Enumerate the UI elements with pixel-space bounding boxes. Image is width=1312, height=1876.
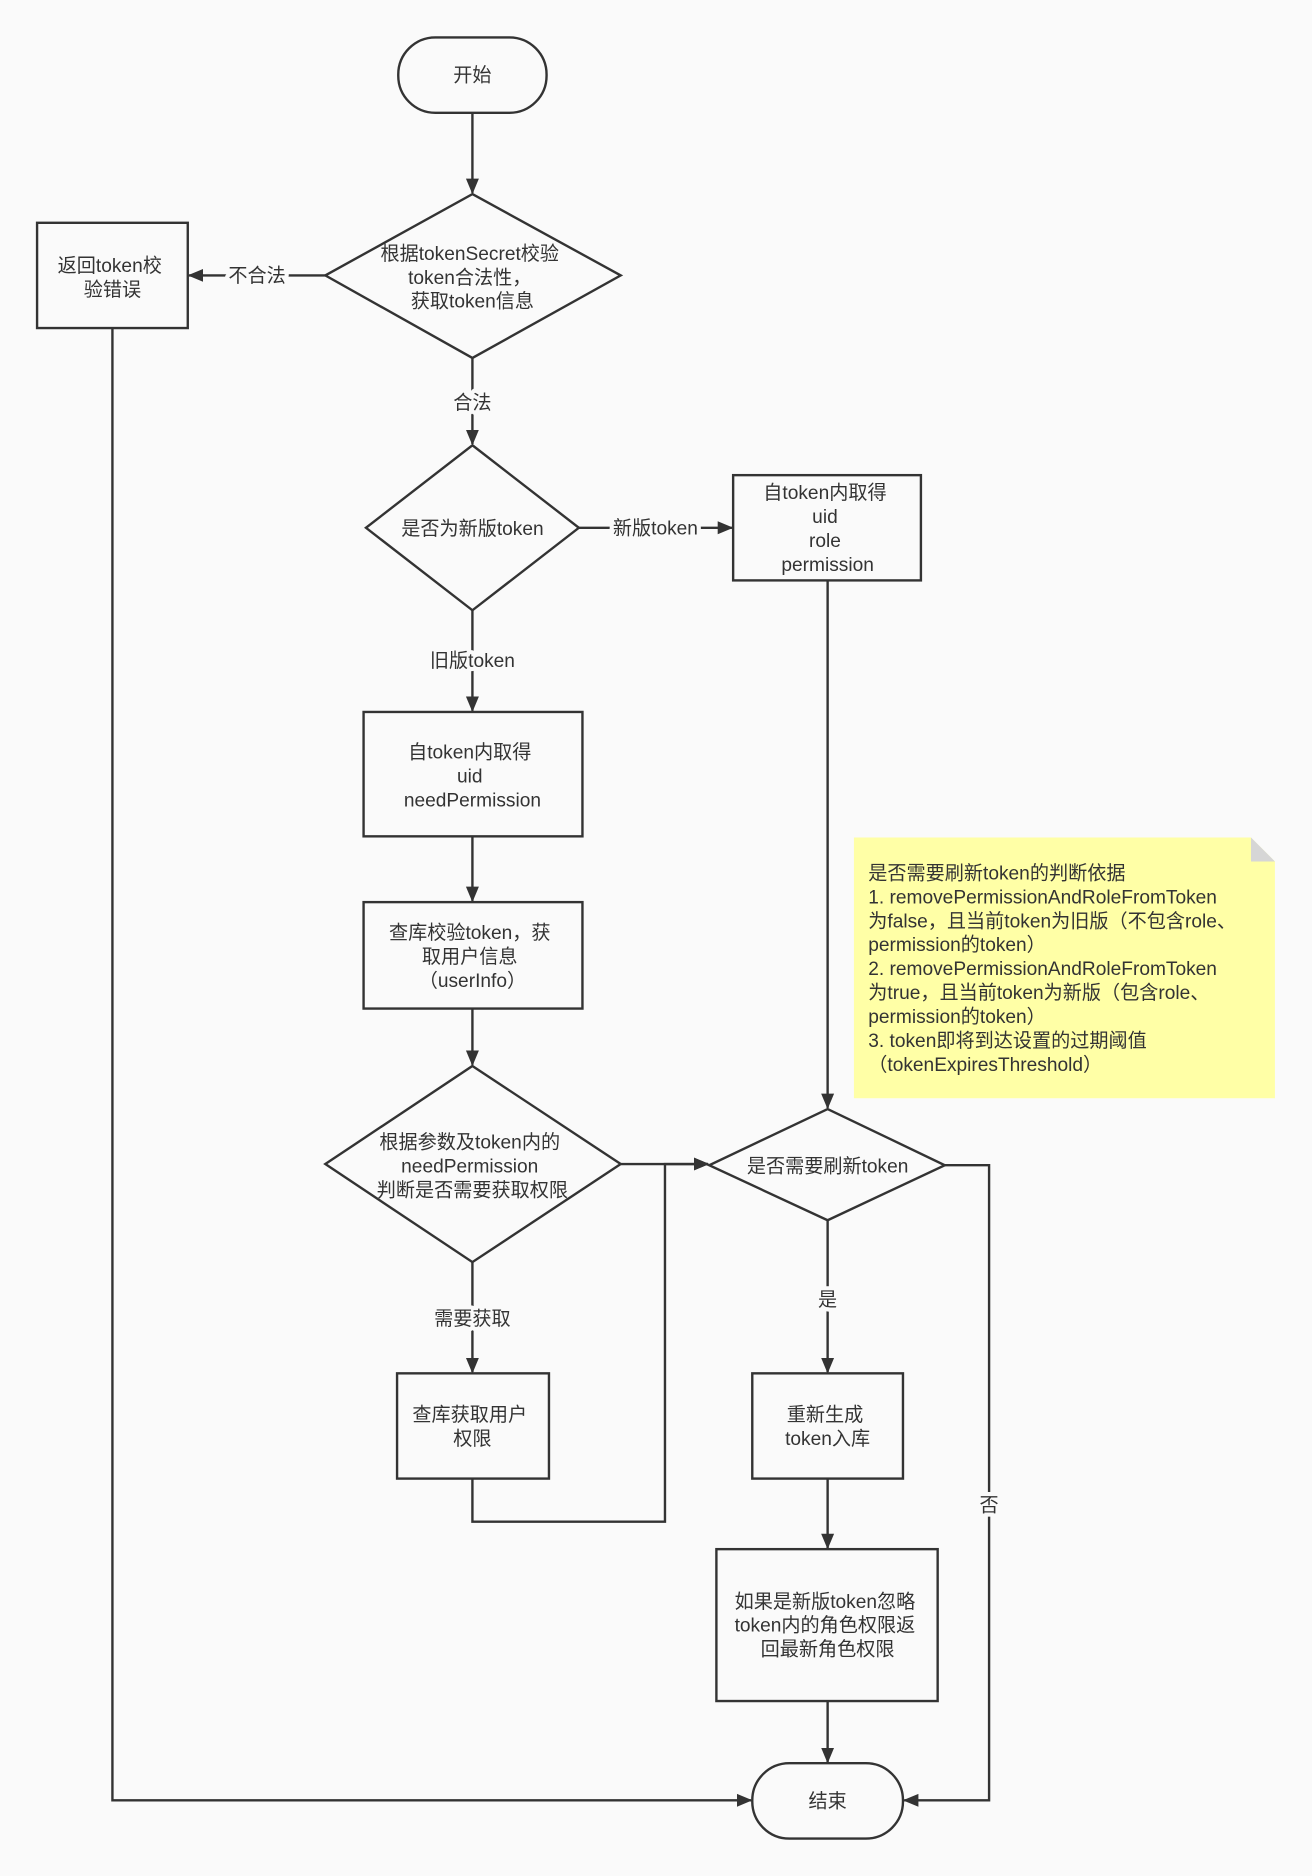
query-permission-line: 权限 xyxy=(453,1428,491,1450)
return-error-line: 返回token校 xyxy=(58,254,162,276)
start-label-text: 开始 xyxy=(453,64,491,86)
note-line: 2. removePermissionAndRoleFromToken xyxy=(868,959,1217,980)
old-token-extract-line: uid xyxy=(457,766,483,787)
edge-label-old-token: 旧版token xyxy=(430,650,515,672)
validate-token-line: token合法性， xyxy=(408,266,531,288)
query-permission-label: 查库获取用户 权限 xyxy=(412,1404,532,1450)
old-token-extract-line: 自token内取得 xyxy=(408,741,531,763)
start-terminal xyxy=(397,36,548,114)
need-refresh-decision xyxy=(706,1107,948,1222)
note-line: （tokenExpiresThreshold） xyxy=(868,1053,1102,1075)
need-refresh-label: 是否需要刷新token xyxy=(747,1155,909,1177)
edge-label-no: 否 xyxy=(980,1496,999,1517)
edge-label-yes: 是 xyxy=(818,1290,837,1311)
note-line: 3. token即将到达设置的过期阈值 xyxy=(868,1029,1146,1051)
new-token-extract-line: role xyxy=(809,530,841,551)
note-line: 为true，且当前token为新版（包含role、 xyxy=(868,982,1209,1004)
query-user-info-label: 查库校验token，获 取用户信息 （userInfo） xyxy=(389,922,556,992)
regenerate-token-line: 重新生成 xyxy=(787,1404,864,1426)
old-token-extract-line: needPermission xyxy=(404,790,541,811)
start-label: 开始 xyxy=(453,64,491,86)
edge-label-new-token: 新版token xyxy=(613,517,698,539)
note-line: 为false，且当前token为旧版（不包含role、 xyxy=(868,910,1236,932)
validate-token-decision xyxy=(322,192,624,360)
need-permission-line: 判断是否需要获取权限 xyxy=(377,1179,568,1201)
query-user-info-line: 查库校验token，获 xyxy=(389,922,551,944)
note-line: permission的token） xyxy=(868,934,1046,956)
new-token-extract-box xyxy=(731,473,923,582)
note-line: 是否需要刷新token的判断依据 xyxy=(868,862,1125,884)
return-latest-role-line: 回最新角色权限 xyxy=(761,1638,895,1660)
note-fold-corner xyxy=(1251,837,1275,862)
edge-label-need-fetch: 需要获取 xyxy=(434,1308,511,1330)
return-error-box xyxy=(35,221,189,330)
note-text: 是否需要刷新token的判断依据 1. removePermissionAndR… xyxy=(868,862,1241,1075)
return-error-label: 返回token校 验错误 xyxy=(58,254,168,300)
need-refresh-text: 是否需要刷新token xyxy=(747,1155,909,1177)
regenerate-token-label: 重新生成 token入库 xyxy=(785,1404,870,1450)
end-label: 结束 xyxy=(808,1790,846,1812)
return-latest-role-line: token内的角色权限返 xyxy=(735,1614,916,1636)
new-token-extract-line: uid xyxy=(812,507,838,528)
validate-token-line: 根据tokenSecret校验 xyxy=(380,242,559,264)
is-new-token-text: 是否为新版token xyxy=(401,517,543,539)
edge-need-refresh-no-to-end xyxy=(902,1164,991,1807)
note-body xyxy=(853,837,1275,1099)
new-token-extract-label: 自token内取得 uid role permission xyxy=(763,482,892,576)
regenerate-token-line: token入库 xyxy=(785,1428,870,1450)
query-user-info-line: 取用户信息 xyxy=(422,946,518,968)
validate-token-label: 根据tokenSecret校验 token合法性， 获取token信息 xyxy=(380,242,564,312)
edge-label-invalid: 不合法 xyxy=(228,265,285,287)
end-label-text: 结束 xyxy=(808,1790,846,1812)
refresh-criteria-note: 是否需要刷新token的判断依据 1. removePermissionAndR… xyxy=(853,837,1275,1099)
note-line: permission的token） xyxy=(868,1005,1046,1027)
edge-return-error-to-end xyxy=(111,328,753,1807)
validate-token-line: 获取token信息 xyxy=(411,290,534,312)
query-permission-box xyxy=(395,1372,551,1480)
return-latest-role-label: 如果是新版token忽略 token内的角色权限返 回最新角色权限 xyxy=(735,1590,921,1660)
query-permission-line: 查库获取用户 xyxy=(412,1404,527,1426)
note-line: 1. removePermissionAndRoleFromToken xyxy=(868,887,1217,908)
old-token-extract-label: 自token内取得 uid needPermission xyxy=(404,741,541,811)
new-token-extract-line: permission xyxy=(781,554,873,575)
regenerate-token-box xyxy=(751,1372,905,1480)
old-token-extract-box xyxy=(362,710,584,838)
return-latest-role-box xyxy=(715,1547,939,1703)
query-user-info-box xyxy=(362,900,584,1010)
end-terminal xyxy=(751,1762,905,1840)
need-permission-line: needPermission xyxy=(401,1156,538,1177)
need-permission-label: 根据参数及token内的 needPermission 判断是否需要获取权限 xyxy=(377,1131,568,1201)
need-permission-line: 根据参数及token内的 xyxy=(379,1131,560,1153)
edge-label-valid: 合法 xyxy=(453,392,491,414)
edge-query-permission-to-need-refresh xyxy=(471,1157,710,1523)
return-latest-role-line: 如果是新版token忽略 xyxy=(735,1590,916,1612)
query-user-info-line: （userInfo） xyxy=(419,970,526,992)
return-error-line: 验错误 xyxy=(84,278,141,300)
is-new-token-decision xyxy=(364,443,581,612)
is-new-token-label: 是否为新版token xyxy=(401,517,543,539)
new-token-extract-line: 自token内取得 xyxy=(763,482,886,504)
need-permission-decision xyxy=(323,1064,623,1264)
